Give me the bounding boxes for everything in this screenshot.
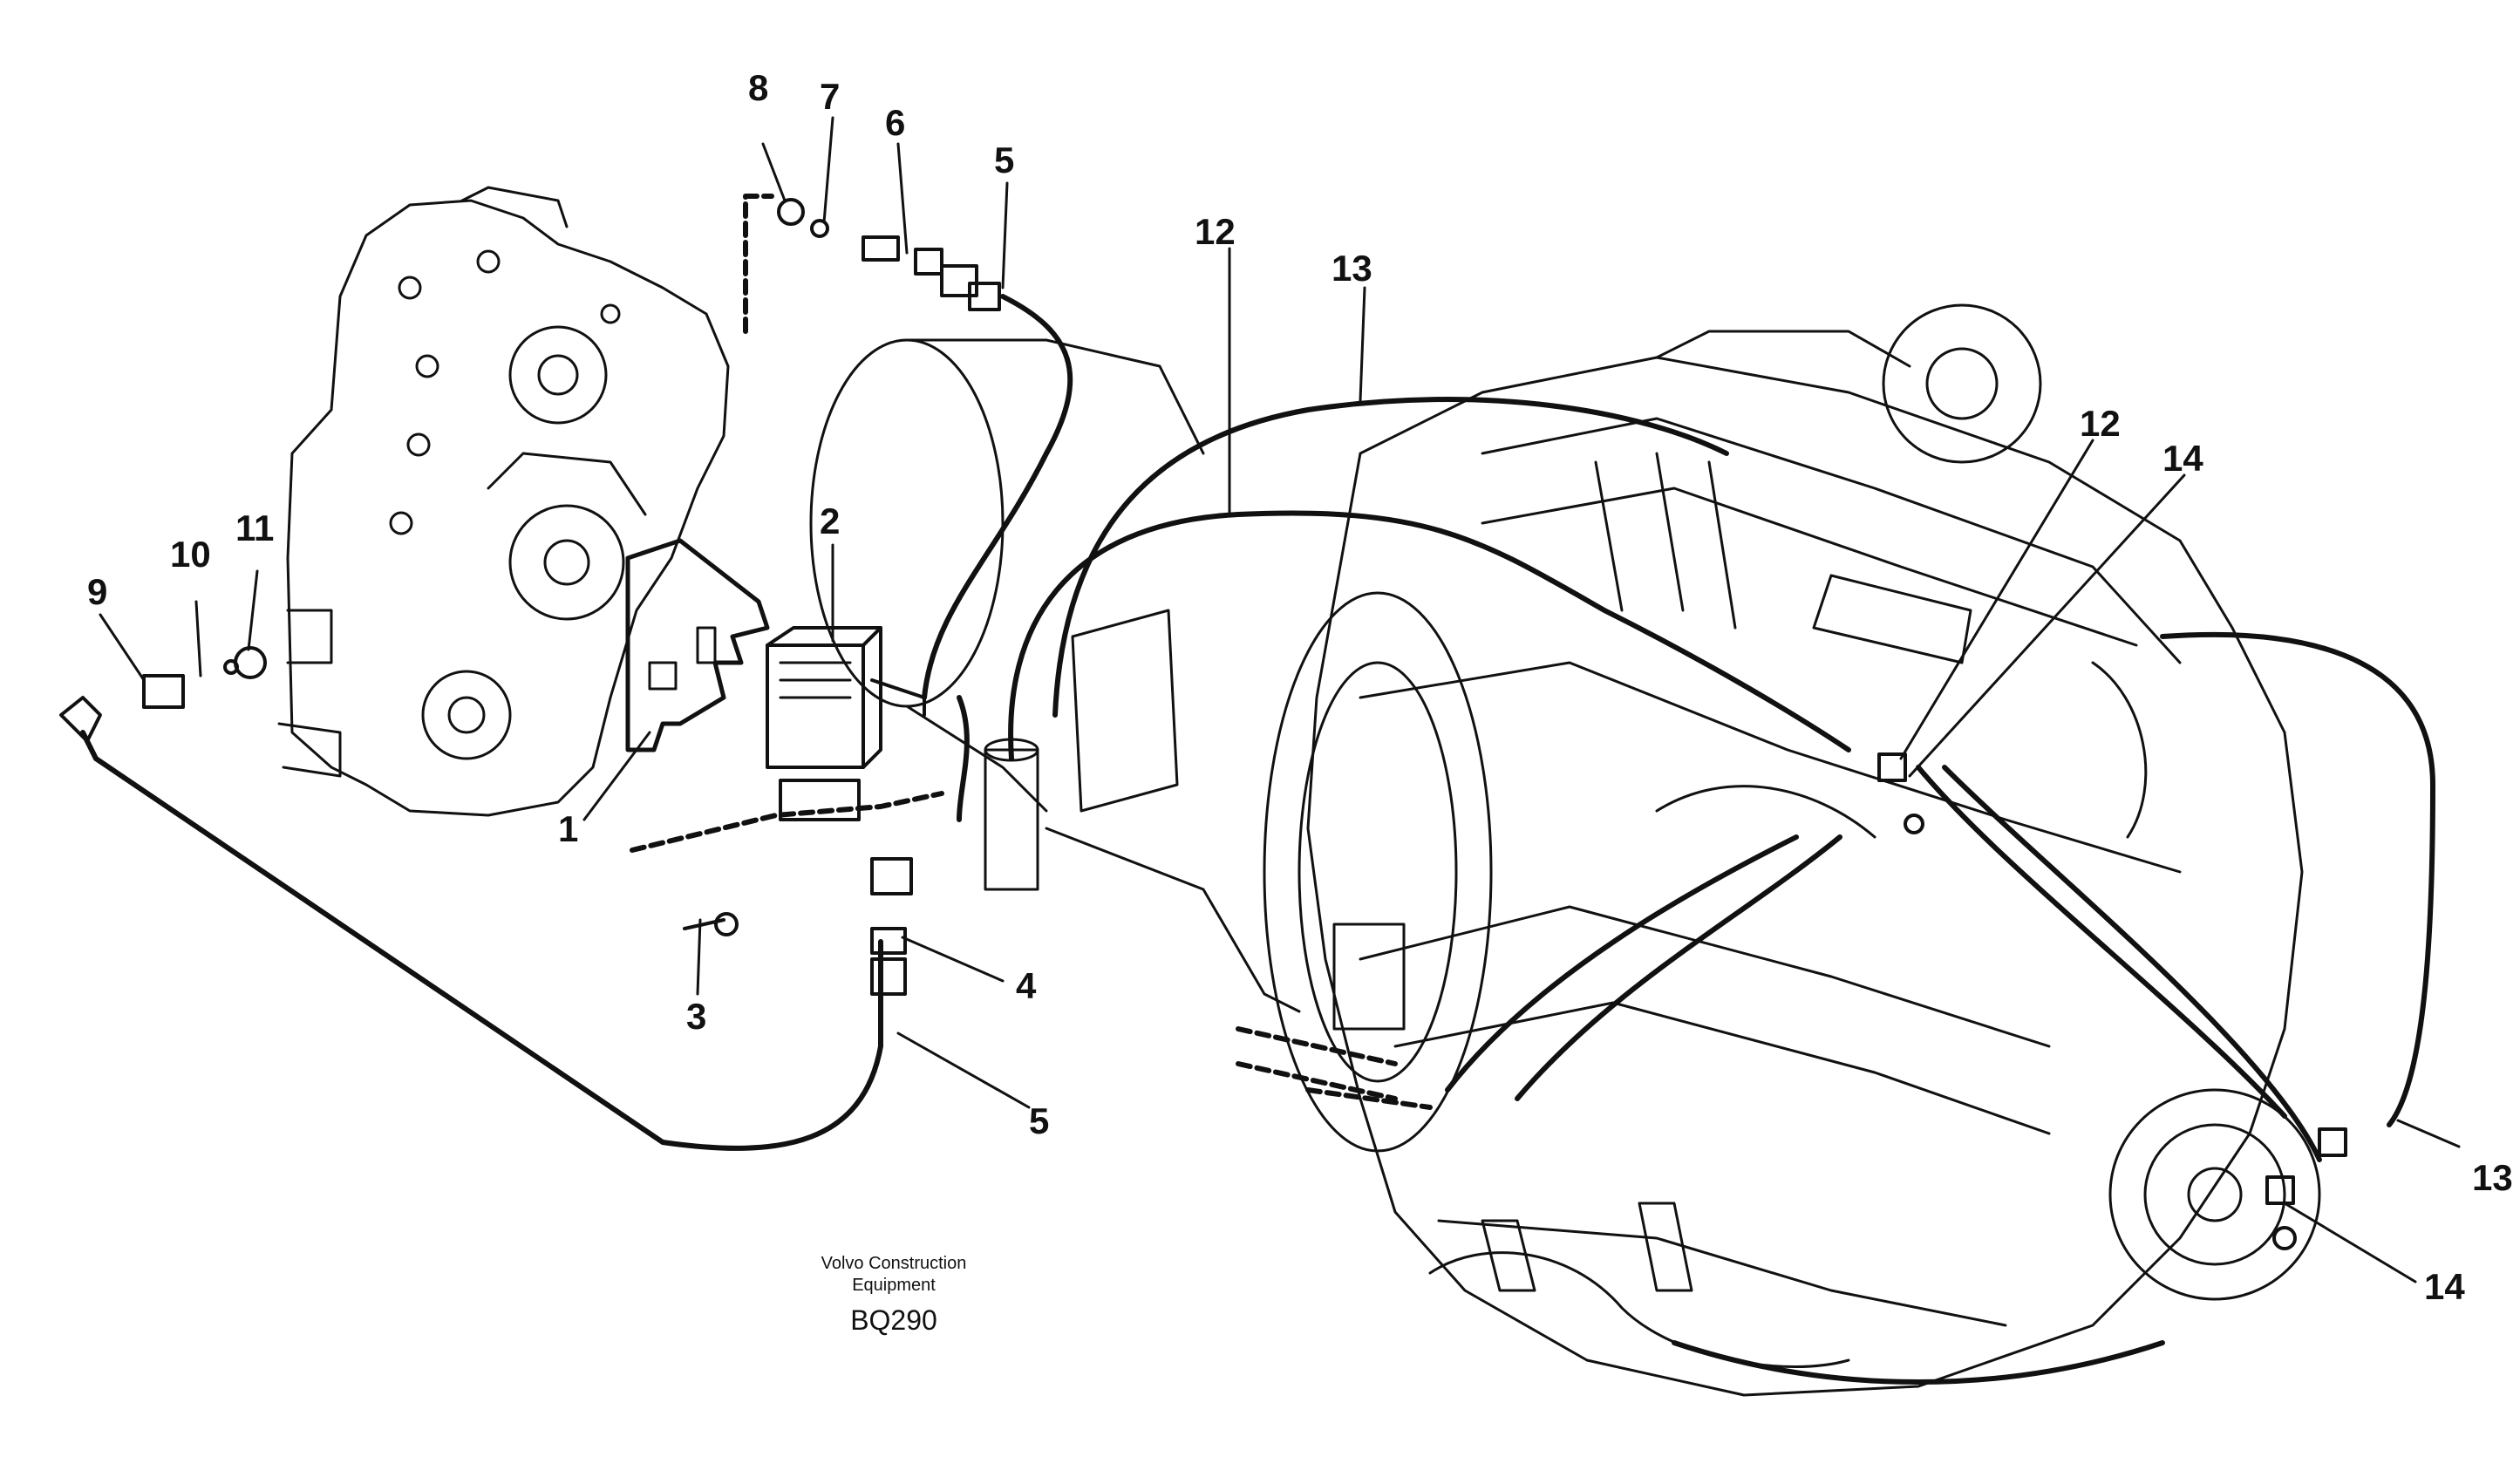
callout-12-left: 12 — [1195, 211, 1236, 252]
fittings — [59, 198, 2347, 1250]
dashed-leaders — [630, 194, 1433, 1110]
hoses-and-pipes — [80, 294, 2435, 1385]
callout-5-upper: 5 — [994, 140, 1014, 180]
callout-10: 10 — [170, 534, 211, 575]
callout-13-top: 13 — [1332, 248, 1372, 289]
callout-leaders — [99, 116, 2461, 1283]
callout-14-top: 14 — [2162, 438, 2203, 479]
callout-14-bottom: 14 — [2424, 1266, 2465, 1307]
caption-line-2: Equipment — [852, 1276, 936, 1295]
solenoid-valve-block — [766, 626, 926, 821]
callout-2: 2 — [820, 500, 840, 541]
transmission-housing — [277, 186, 730, 817]
callout-1: 1 — [558, 808, 578, 849]
callout-9: 9 — [87, 571, 107, 612]
callout-numbers: 1 2 3 4 5 5 6 7 8 9 10 11 12 12 13 13 14… — [87, 67, 2513, 1307]
callout-8: 8 — [748, 67, 768, 108]
caption-code: BQ290 — [850, 1304, 937, 1336]
callout-11: 11 — [235, 507, 274, 548]
engine-block — [1263, 303, 2321, 1397]
caption-line-1: Volvo Construction — [821, 1254, 967, 1273]
callout-6: 6 — [885, 102, 905, 143]
callout-4: 4 — [1016, 965, 1037, 1006]
figure-caption: Volvo Construction Equipment BQ290 — [821, 1254, 967, 1336]
callout-7: 7 — [820, 76, 840, 117]
callout-5-lower: 5 — [1029, 1100, 1049, 1141]
callout-12-right: 12 — [2080, 403, 2121, 444]
mounting-plate — [625, 538, 770, 752]
callout-3: 3 — [686, 996, 706, 1037]
callout-13-right: 13 — [2472, 1157, 2513, 1198]
